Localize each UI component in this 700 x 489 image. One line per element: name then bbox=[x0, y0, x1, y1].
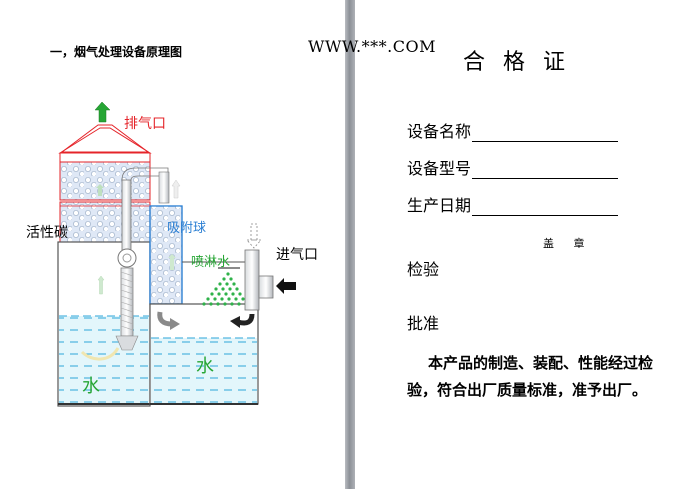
field-device-model: 设备型号 bbox=[407, 155, 619, 179]
process-diagram bbox=[57, 101, 296, 407]
activated-carbon-section bbox=[59, 201, 151, 243]
field-production-date: 生产日期 bbox=[407, 192, 619, 216]
certificate-title: 合格证 bbox=[463, 50, 584, 75]
inlet-pipe bbox=[244, 249, 296, 311]
book-spine bbox=[345, 0, 355, 489]
field-device-model-label: 设备型号 bbox=[407, 159, 472, 178]
right-page bbox=[355, 0, 700, 489]
central-pipe bbox=[115, 167, 181, 351]
left-tank bbox=[57, 241, 151, 407]
website-watermark: WWW.***.COM bbox=[308, 37, 436, 56]
water-input-arrow-icon bbox=[246, 223, 262, 249]
approval-label: 批准 bbox=[407, 314, 440, 333]
spray-cone bbox=[202, 267, 248, 306]
field-production-date-line bbox=[472, 201, 619, 216]
field-device-name-line bbox=[472, 127, 619, 142]
label-activated-carbon: 活性碳 bbox=[26, 225, 68, 241]
label-water-right: 水 bbox=[196, 356, 214, 377]
seal-label: 盖 章 bbox=[543, 237, 593, 250]
right-tank bbox=[149, 261, 259, 405]
certificate-statement: 本产品的制造、装配、性能经过检验，符合出厂质量标准，准予出厂。 bbox=[407, 354, 654, 399]
label-spray-water: 喷淋水 bbox=[191, 255, 231, 270]
label-exhaust: 排气口 bbox=[124, 116, 166, 132]
left-page: 一，烟气处理设备原理图 bbox=[0, 0, 345, 489]
label-water-left: 水 bbox=[82, 376, 100, 397]
field-device-name-label: 设备名称 bbox=[407, 122, 472, 141]
label-adsorption-ball: 吸附球 bbox=[167, 221, 207, 236]
inspection-label: 检验 bbox=[407, 260, 440, 279]
label-inlet: 进气口 bbox=[276, 247, 318, 263]
field-device-model-line bbox=[472, 164, 619, 179]
inlet-arrow-icon bbox=[276, 278, 296, 294]
diagram-title: 一，烟气处理设备原理图 bbox=[50, 45, 183, 59]
upper-filter-box bbox=[59, 161, 151, 201]
exhaust-arrow-icon bbox=[94, 101, 111, 123]
flow-arrows-icon bbox=[157, 311, 255, 330]
field-device-name: 设备名称 bbox=[407, 118, 619, 142]
fan-icon bbox=[117, 248, 137, 268]
adsorption-column bbox=[149, 205, 183, 305]
field-production-date-label: 生产日期 bbox=[407, 196, 472, 215]
